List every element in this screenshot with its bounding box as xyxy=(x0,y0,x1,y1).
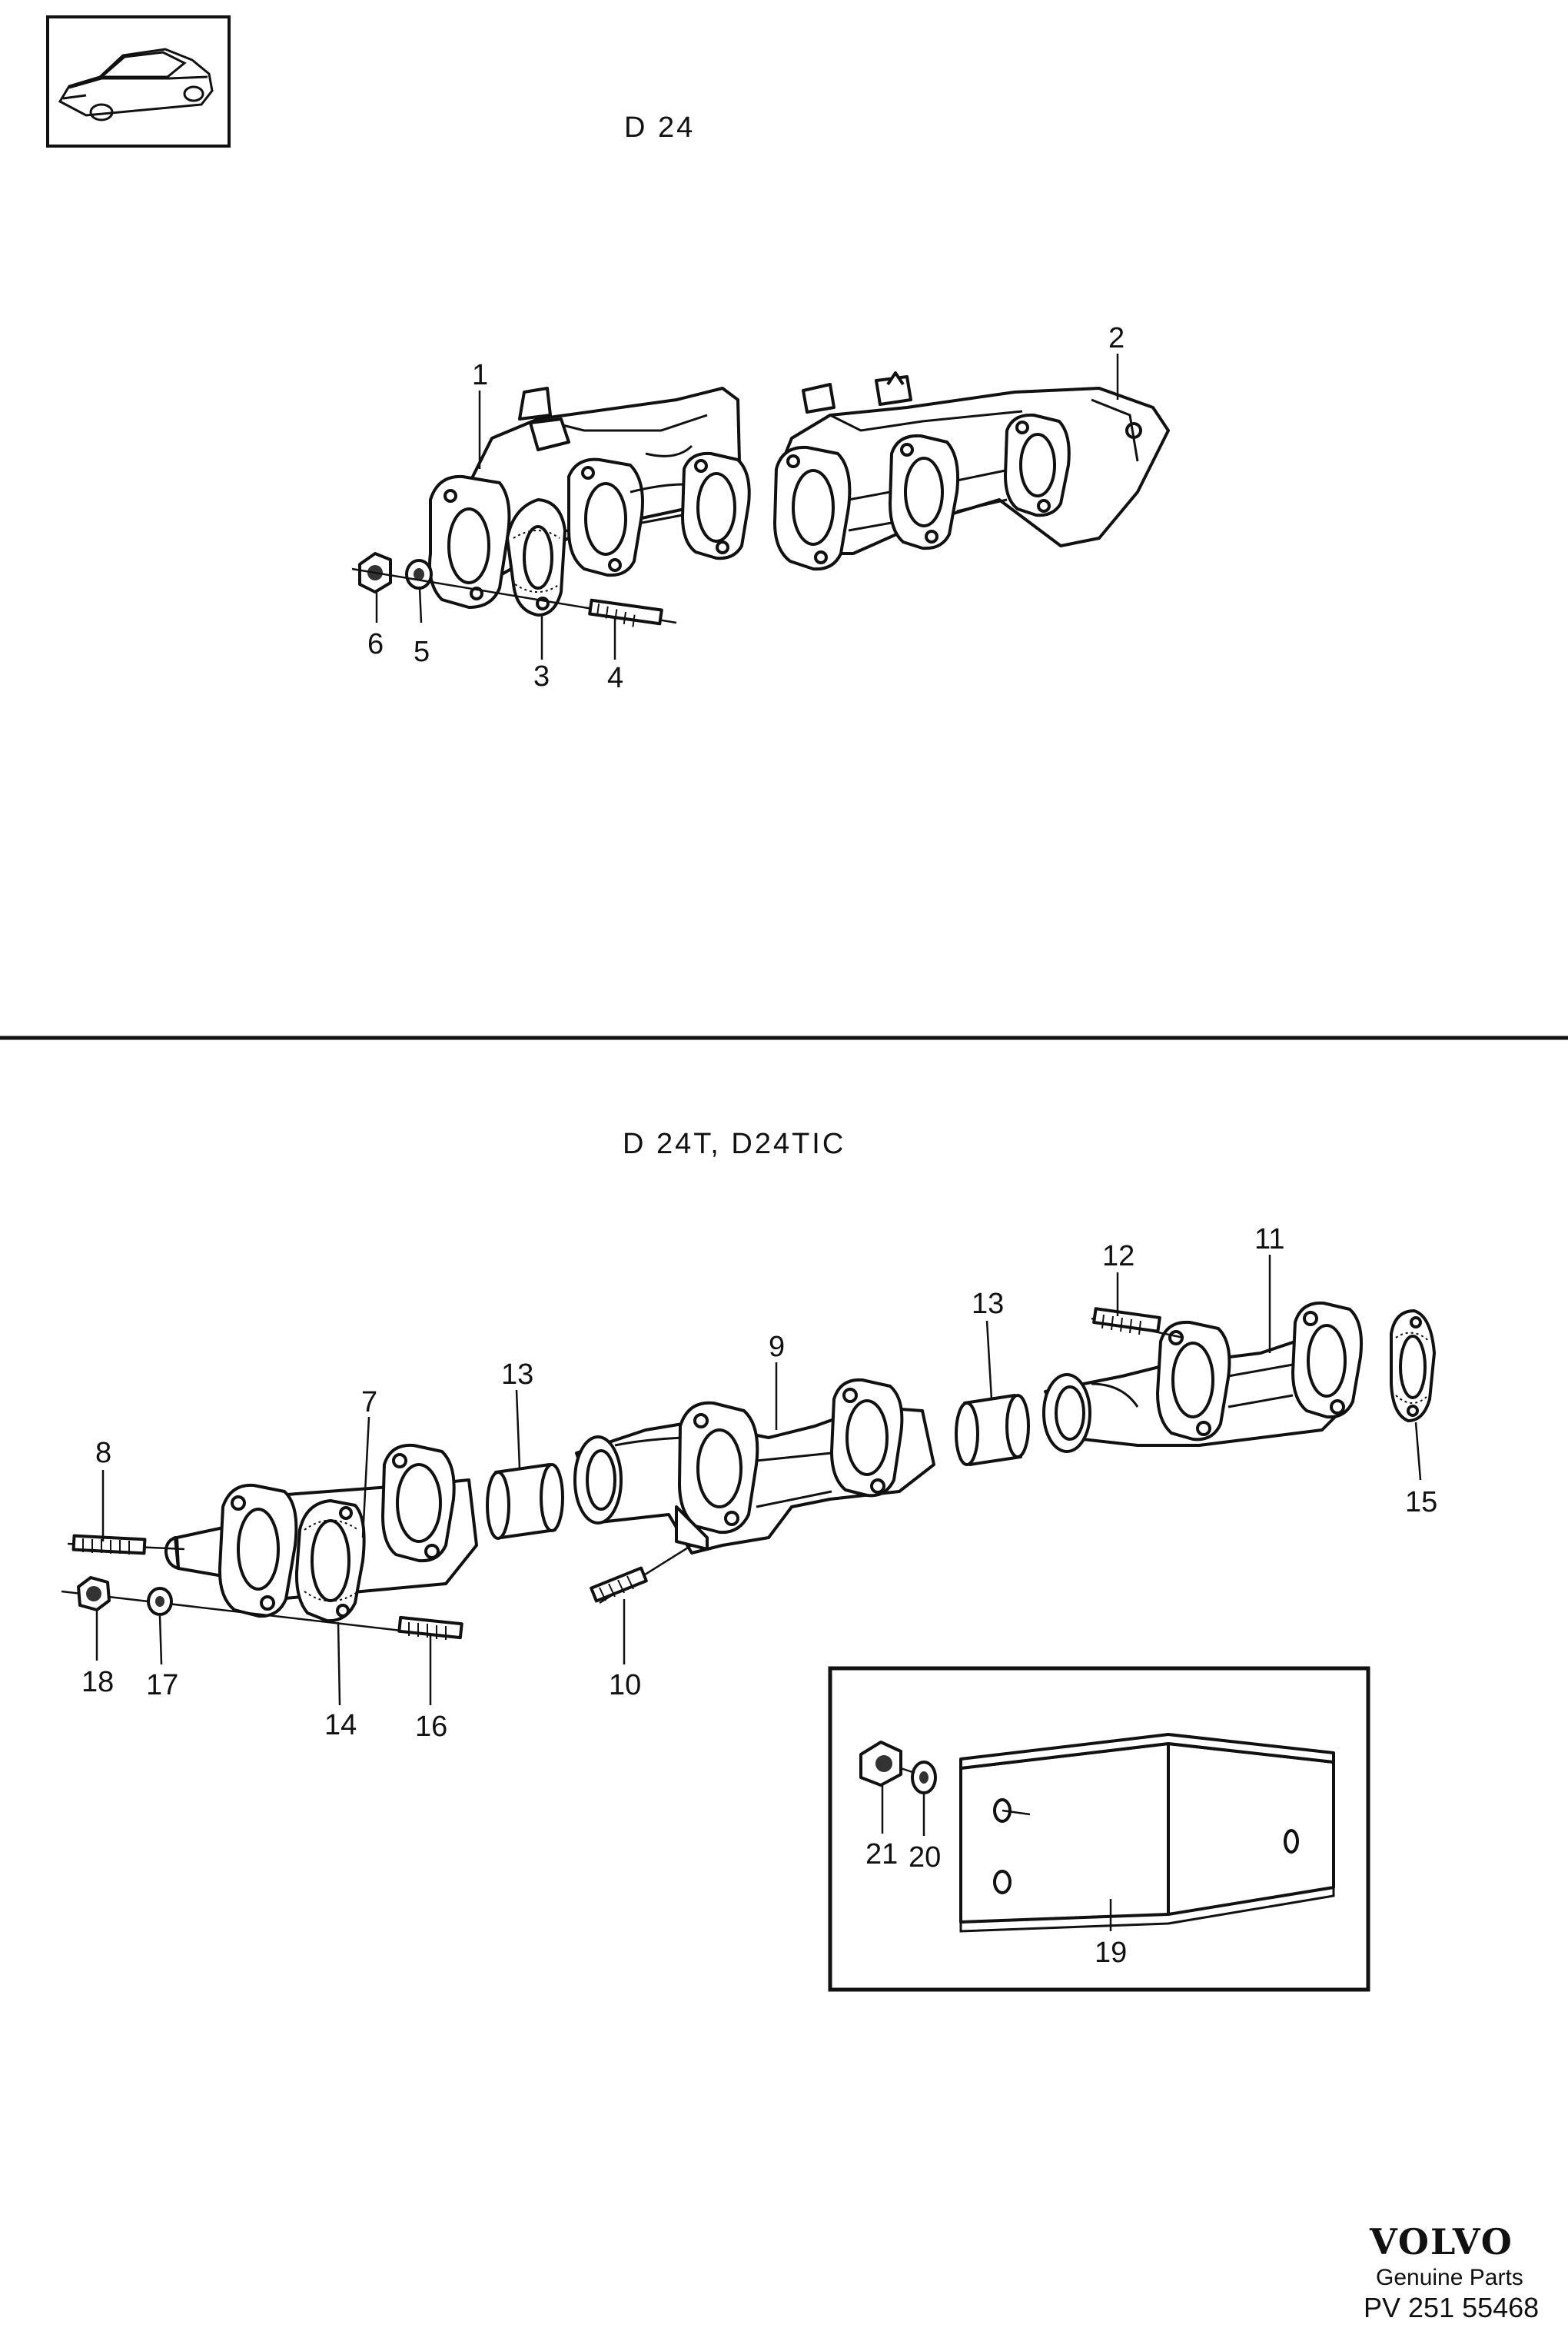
manifold-gasket-15 xyxy=(1390,1309,1436,1422)
callout-5: 5 xyxy=(414,636,430,668)
callout-13b: 13 xyxy=(972,1288,1004,1320)
car-thumbnail-icon xyxy=(46,15,231,148)
sleeve-part-13a xyxy=(486,1463,564,1540)
stud-part-10 xyxy=(590,1544,693,1604)
manifold-section-middle xyxy=(573,1378,935,1555)
exhaust-manifold-rear xyxy=(773,371,1170,571)
leader-lines xyxy=(95,354,1422,1931)
manifold-section-rear xyxy=(1042,1301,1364,1453)
callout-19: 19 xyxy=(1095,1937,1127,1969)
bracket-inset xyxy=(828,1666,1370,1992)
callout-2: 2 xyxy=(1108,322,1125,354)
part-number: PV 251 55468 xyxy=(1364,2292,1539,2323)
exhaust-manifold-front xyxy=(428,387,751,609)
callout-9: 9 xyxy=(769,1331,785,1363)
stud-part-12 xyxy=(1091,1307,1184,1339)
manifold-gasket-14 xyxy=(294,1499,366,1623)
callout-12: 12 xyxy=(1102,1240,1134,1272)
callout-14: 14 xyxy=(324,1709,357,1741)
stud-part-4 xyxy=(588,598,663,627)
callout-18: 18 xyxy=(81,1666,114,1698)
callout-10: 10 xyxy=(609,1669,641,1701)
sleeve-part-13b xyxy=(955,1394,1030,1466)
callout-labels: 1 2 3 4 5 6 7 8 9 10 11 12 13 13 15 14 1… xyxy=(81,322,1437,1969)
callout-21: 21 xyxy=(865,1838,898,1870)
washer-part-17 xyxy=(147,1587,173,1616)
stud-part-16 xyxy=(397,1615,463,1640)
callout-17: 17 xyxy=(146,1669,178,1701)
callout-13a: 13 xyxy=(501,1358,533,1391)
callout-8: 8 xyxy=(95,1437,111,1469)
callout-16: 16 xyxy=(415,1711,447,1743)
section-title-d24: D 24 xyxy=(624,111,695,144)
volvo-branding: VOLVO Genuine Parts PV 251 55468 xyxy=(1364,2221,1539,2323)
callout-15: 15 xyxy=(1405,1486,1437,1518)
washer-part-5 xyxy=(405,559,433,590)
genuine-parts-label: Genuine Parts xyxy=(1376,2265,1523,2290)
callout-3: 3 xyxy=(533,660,550,693)
callout-4: 4 xyxy=(607,662,623,694)
manifold-gasket xyxy=(506,498,566,617)
callout-6: 6 xyxy=(367,628,384,660)
stud-part-8 xyxy=(67,1534,185,1555)
callout-7: 7 xyxy=(361,1386,377,1418)
callout-20: 20 xyxy=(909,1841,941,1874)
callout-11: 11 xyxy=(1254,1223,1284,1255)
volvo-logo: VOLVO xyxy=(1369,2221,1513,2263)
section-title-d24t: D 24T, D24TIC xyxy=(623,1128,845,1160)
nut-part-18 xyxy=(77,1576,111,1611)
callout-1: 1 xyxy=(472,359,488,391)
